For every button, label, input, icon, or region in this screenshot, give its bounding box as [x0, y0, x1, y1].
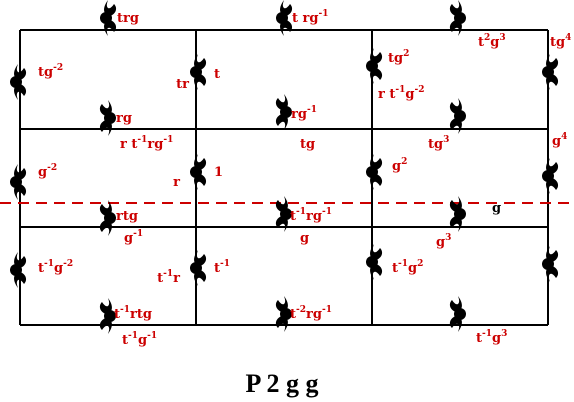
element-label-6: t: [214, 67, 220, 82]
element-label-7: tg2: [388, 49, 409, 66]
motif-18: [190, 250, 207, 286]
motif-5: [366, 48, 383, 84]
element-label-1: t rg-1: [292, 9, 328, 26]
motif-10: [10, 164, 27, 200]
motif-6: [542, 54, 559, 90]
element-label-12: tg: [300, 137, 315, 152]
motif-13: [542, 158, 559, 194]
element-label-13: tg3: [428, 135, 449, 152]
motif-17: [10, 252, 27, 288]
element-label-29: t-1rtg: [114, 305, 152, 322]
motif-7: [100, 100, 116, 136]
element-label-23: g: [300, 231, 309, 246]
element-label-8: r t-1g-2: [378, 85, 424, 102]
element-label-21: g-1: [124, 229, 143, 246]
element-label-31: t-2rg-1: [290, 305, 332, 322]
motif-14: [100, 200, 116, 236]
element-label-22: t-1rg-1: [290, 207, 332, 224]
motif-23: [450, 296, 466, 332]
motif-4: [190, 54, 207, 90]
element-label-20: rtg: [116, 209, 138, 224]
pattern-title: P 2 g g: [246, 369, 319, 398]
element-label-16: r: [173, 175, 180, 190]
element-label-0: trg: [117, 11, 139, 26]
element-label-9: rg: [116, 111, 132, 126]
element-label-10: r t-1rg-1: [120, 135, 173, 152]
motif-layer: [10, 0, 559, 334]
motif-11: [190, 154, 207, 190]
element-label-17: 1: [214, 165, 223, 180]
element-label-4: tg-2: [38, 63, 63, 80]
element-label-3: tg4: [550, 33, 571, 50]
element-label-27: t-1: [214, 259, 230, 276]
element-label-19: g: [492, 201, 501, 216]
element-label-11: rg-1: [291, 105, 317, 122]
element-label-26: t-1r: [157, 269, 180, 286]
element-label-28: t-1g2: [392, 259, 423, 276]
motif-3: [10, 64, 27, 100]
element-label-32: t-1g3: [476, 329, 507, 346]
motif-19: [366, 244, 383, 280]
element-label-14: g4: [552, 132, 567, 149]
element-label-18: g2: [392, 157, 407, 174]
lattice-grid: [19, 29, 549, 326]
motif-12: [366, 154, 383, 190]
motif-8: [276, 94, 292, 130]
element-label-25: t-1g-2: [38, 259, 73, 276]
motif-20: [542, 246, 559, 282]
element-label-15: g-2: [38, 163, 57, 180]
element-label-24: g3: [436, 233, 451, 250]
element-label-5: tr: [176, 77, 189, 92]
element-label-2: t2g3: [478, 33, 506, 50]
element-label-30: t-1g-1: [122, 331, 157, 348]
